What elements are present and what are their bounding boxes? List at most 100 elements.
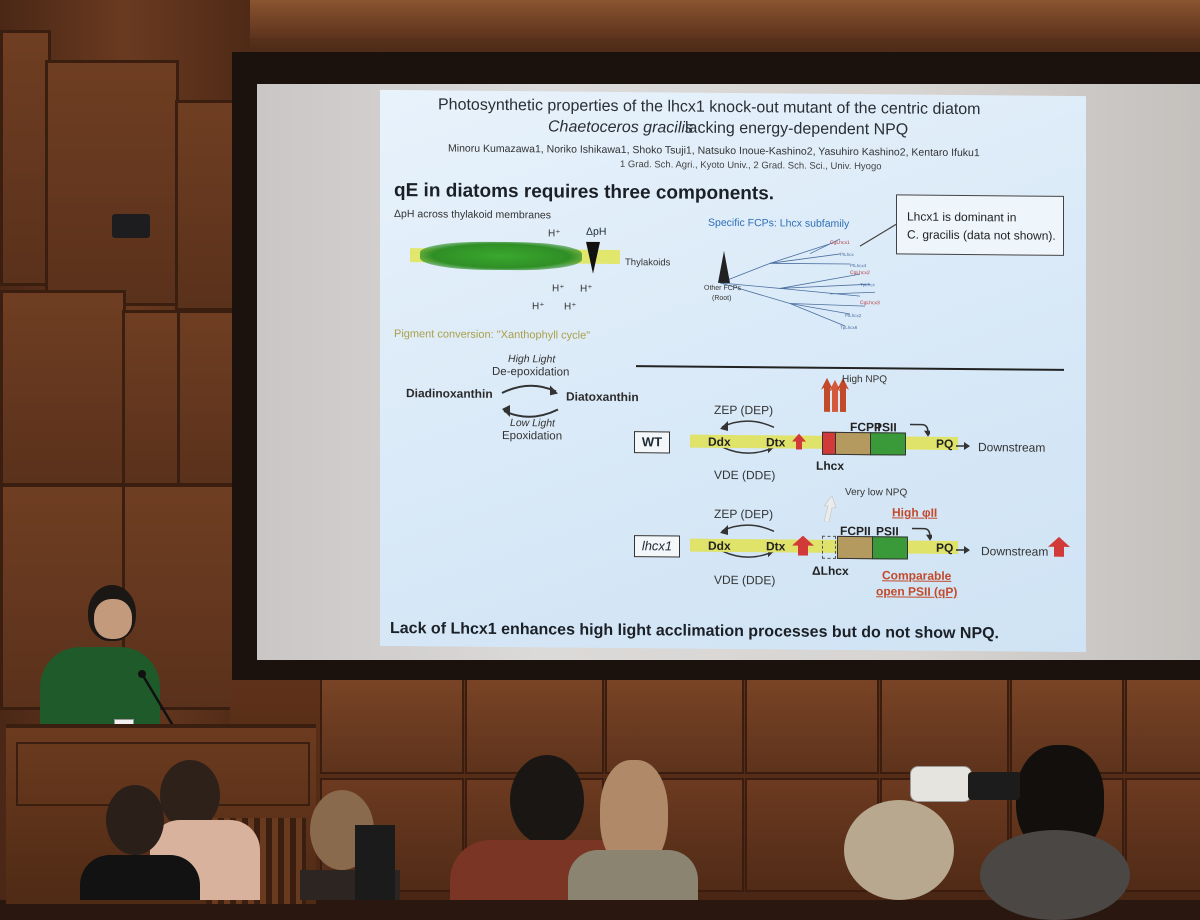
mutant-ddx-label: Ddx [708, 538, 731, 553]
high-phi-label: High φII [892, 505, 938, 520]
wall-panel [605, 675, 744, 774]
audience-member [840, 800, 970, 900]
tree-root-wedge-icon [718, 250, 730, 283]
comparable-label: Comparable [882, 568, 952, 583]
wall-panel [0, 290, 126, 486]
svg-text:CgLhcx2: CgLhcx2 [850, 270, 870, 276]
mutant-psii-block [872, 536, 908, 560]
svg-text:PtLhcx: PtLhcx [840, 252, 855, 257]
wt-up-arrow-icon [792, 433, 806, 450]
high-light-label: High Light [508, 353, 556, 366]
wt-dtx-label: Dtx [766, 435, 786, 450]
audience-member [80, 785, 200, 900]
membrane-protein-structure [420, 241, 582, 271]
wall-panel [320, 675, 464, 774]
pigment-conversion-label: Pigment conversion: "Xanthophyll cycle" [394, 328, 591, 342]
callout-line1: Lhcx1 is dominant in [907, 209, 1017, 225]
high-npq-label: High NPQ [842, 373, 888, 386]
wt-box: WT [634, 431, 670, 454]
ceiling-panel [890, 0, 1023, 38]
low-npq-arrow-icon [823, 495, 837, 522]
affiliations: 1 Grad. Sch. Agri., Kyoto Univ., 2 Grad.… [620, 159, 882, 173]
diadinoxanthin-label: Diadinoxanthin [406, 386, 493, 401]
dph-symbol: ΔpH [586, 225, 607, 238]
wall-panel [1125, 778, 1200, 892]
mutant-fcpii-block [837, 535, 873, 560]
camera-telephoto-lens [910, 762, 1020, 804]
fcp-subfamily-label: Specific FCPs: Lhcx subfamily [708, 216, 850, 231]
slide-title-line2: lacking energy-dependent NPQ [685, 119, 909, 139]
slide-headline: qE in diatoms requires three components. [394, 180, 775, 205]
presentation-slide: Photosynthetic properties of the lhcx1 k… [380, 89, 1086, 653]
wt-lhcx-block [822, 431, 836, 455]
mutant-downstream-label: Downstream [981, 544, 1049, 559]
wall-hook [112, 214, 150, 238]
ceiling-panel [320, 0, 473, 38]
slide-conclusion: Lack of Lhcx1 enhances high light acclim… [390, 620, 999, 643]
open-psii-label: open PSII (qP) [876, 584, 958, 599]
proton-label: H⁺ [552, 283, 565, 295]
ceiling-panel [470, 0, 623, 38]
root-label: (Root) [712, 294, 732, 302]
wt-ddx-label: Ddx [708, 434, 731, 449]
wall-panel [745, 675, 879, 774]
wall-panel [1125, 675, 1200, 774]
svg-text:TpLhcx: TpLhcx [860, 282, 876, 287]
ceiling-panel [1020, 0, 1200, 38]
callout-line2: C. gracilis (data not shown). [907, 227, 1056, 243]
diatoxanthin-label: Diatoxanthin [566, 389, 639, 405]
low-light-label: Low Light [510, 417, 555, 430]
svg-text:PtLhcx4: PtLhcx4 [850, 263, 867, 268]
wall-panel [122, 310, 181, 486]
mutant-up-arrow-icon [792, 535, 814, 556]
other-fcps-label: Other FCPs [704, 284, 741, 293]
wt-electron-flow-arrow-icon [910, 423, 930, 437]
proton-label: H⁺ [532, 301, 545, 313]
downstream-up-arrow-icon [1048, 536, 1070, 557]
wall-panel [880, 675, 1009, 774]
mutant-pq-label: PQ [936, 540, 954, 555]
cycle-arrows-icon [501, 384, 559, 418]
chair-back [355, 825, 395, 900]
mutant-zep-label: ZEP (DEP) [714, 506, 774, 522]
slide-title-species: Chaetoceros gracilis [548, 118, 693, 137]
proton-label: H⁺ [580, 283, 593, 295]
ceiling-panel [755, 0, 893, 38]
very-low-npq-label: Very low NPQ [845, 486, 908, 499]
wt-pq-arrow-icon [956, 442, 970, 451]
callout-pointer-icon [859, 223, 897, 247]
ceiling-panel [620, 0, 758, 38]
mutant-electron-flow-arrow-icon [912, 527, 932, 541]
svg-text:TpLhcx6: TpLhcx6 [840, 325, 858, 330]
wall-panel [0, 30, 51, 286]
proton-label: H⁺ [548, 228, 561, 240]
high-npq-heat-icon [821, 377, 849, 412]
wt-psii-block [870, 432, 906, 456]
audience-member [568, 760, 698, 900]
wt-downstream-label: Downstream [978, 440, 1046, 455]
epoxidation-label: Epoxidation [502, 429, 563, 443]
proton-label: H⁺ [564, 301, 577, 313]
mutant-deleted-lhcx-block [822, 535, 836, 559]
wt-fcpii-block [835, 431, 871, 456]
mutant-pq-arrow-icon [956, 546, 970, 555]
svg-text:CgLhcx3: CgLhcx3 [860, 300, 880, 306]
thylakoids-label: Thylakoids [625, 257, 671, 269]
delta-lhcx-label: ΔLhcx [812, 563, 849, 579]
mutant-box: lhcx1 [634, 535, 680, 558]
wt-zep-label: ZEP (DEP) [714, 402, 774, 418]
audience-member [450, 755, 640, 900]
wt-vde-label: VDE (DDE) [714, 467, 776, 483]
audience-member [980, 830, 1130, 920]
dph-label: ΔpH across thylakoid membranes [394, 208, 551, 222]
mutant-dtx-label: Dtx [766, 539, 786, 554]
wall-panel [45, 60, 179, 306]
dph-gradient-wedge-icon [586, 241, 600, 274]
svg-text:CgLhcx1: CgLhcx1 [830, 240, 850, 246]
slide-title-line1: Photosynthetic properties of the lhcx1 k… [438, 96, 981, 119]
svg-text:PtLhcx2: PtLhcx2 [845, 313, 862, 318]
wt-pq-label: PQ [936, 436, 954, 451]
mutant-vde-label: VDE (DDE) [714, 572, 776, 588]
wt-lhcx-label: Lhcx [816, 458, 845, 473]
